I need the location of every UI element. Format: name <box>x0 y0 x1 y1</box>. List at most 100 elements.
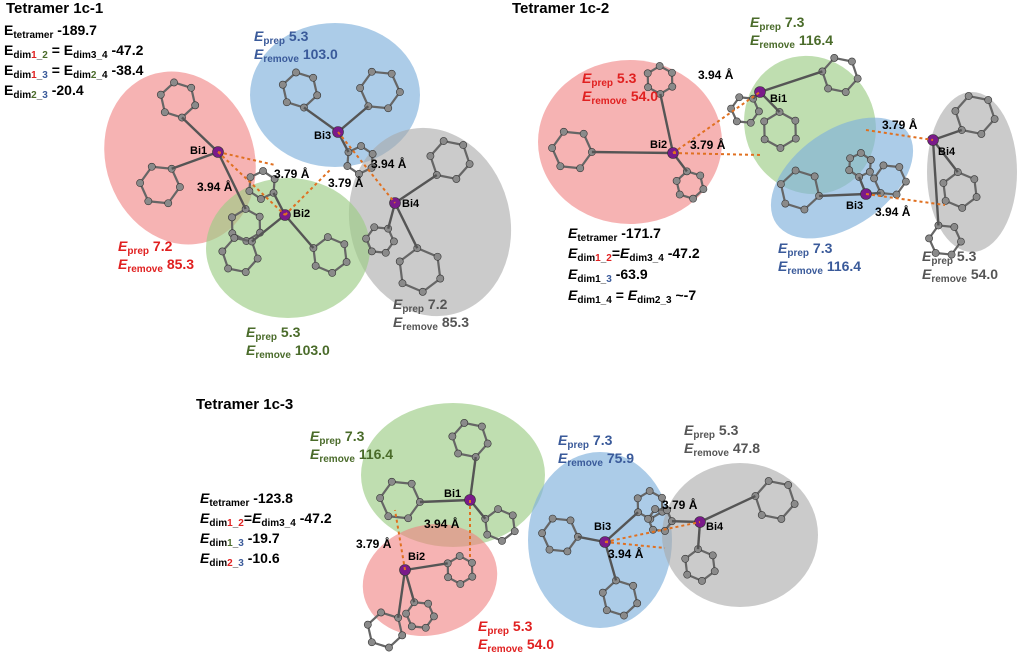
carbon-atom <box>329 269 336 276</box>
panel-title: Tetramer 1c-2 <box>512 0 609 17</box>
carbon-atom <box>801 206 808 213</box>
carbon-atom <box>430 613 437 620</box>
panel-title: Tetramer 1c-3 <box>196 396 293 413</box>
carbon-atom <box>711 568 718 575</box>
bi2-remove-energy: Eremove 54.0 <box>582 88 658 104</box>
carbon-atom <box>782 200 789 207</box>
carbon-atom <box>498 537 505 544</box>
atom-label-bi2: Bi2 <box>650 139 667 151</box>
bi3-remove-energy: Eremove 75.9 <box>558 450 634 466</box>
energy-dim13: Edim1_3 = Edim2_4 -38.4 <box>4 62 143 78</box>
carbon-atom <box>356 84 363 91</box>
atom-label-bi1: Bi1 <box>444 488 461 500</box>
carbon-atom <box>791 500 798 507</box>
carbon-atom <box>785 481 792 488</box>
carbon-atom <box>991 115 998 122</box>
bi2-remove-energy: Eremove 103.0 <box>246 342 330 358</box>
carbon-atom <box>842 88 849 95</box>
carbon-atom <box>242 268 249 275</box>
carbon-atom <box>368 68 375 75</box>
bi4-remove-energy: Eremove 47.8 <box>684 440 760 456</box>
atom-label-bi3: Bi3 <box>594 521 611 533</box>
carbon-atom <box>549 515 556 522</box>
panel-title: Tetramer 1c-1 <box>6 0 103 17</box>
bi1-prep-energy: Eprep 7.3 <box>310 428 364 444</box>
carbon-atom <box>314 92 321 99</box>
contact-distance: 3.79 Å <box>662 498 697 512</box>
carbon-atom <box>385 105 392 112</box>
carbon-atom <box>792 117 799 124</box>
carbon-atom <box>292 69 299 76</box>
carbon-atom <box>484 440 491 447</box>
carbon-atom <box>453 175 460 182</box>
carbon-atom <box>279 81 286 88</box>
carbon-atom <box>468 559 475 566</box>
bi1-remove-energy: Eremove 85.3 <box>118 256 194 272</box>
carbon-atom <box>824 85 831 92</box>
carbon-atom <box>399 280 406 287</box>
atom-label-bi1: Bi1 <box>190 145 207 157</box>
carbon-atom <box>577 165 584 172</box>
carbon-atom <box>188 84 195 91</box>
carbon-atom <box>385 513 392 520</box>
carbon-atom <box>684 571 691 578</box>
carbon-atom <box>866 168 873 175</box>
carbon-atom <box>419 288 426 295</box>
carbon-atom <box>444 574 451 581</box>
carbon-atom <box>778 515 785 522</box>
carbon-atom <box>560 128 567 135</box>
carbon-atom <box>848 58 855 65</box>
carbon-atom <box>466 160 473 167</box>
carbon-atom <box>646 487 653 494</box>
bi2-remove-energy: Eremove 54.0 <box>478 636 554 652</box>
carbon-atom <box>846 167 853 174</box>
carbon-atom <box>880 162 887 169</box>
carbon-atom <box>449 433 456 440</box>
carbon-atom <box>422 624 429 631</box>
carbon-atom <box>942 197 949 204</box>
carbon-atom <box>343 258 350 265</box>
carbon-atom <box>283 99 290 106</box>
carbon-atom <box>161 109 168 116</box>
carbon-atom <box>456 552 463 559</box>
carbon-atom <box>733 118 740 125</box>
carbon-atom <box>952 107 959 114</box>
carbon-atom <box>390 238 397 245</box>
energy-dim12: Edim1_2=Edim3_4 -47.2 <box>568 245 700 261</box>
carbon-atom <box>564 548 571 555</box>
carbon-atom <box>709 552 716 559</box>
carbon-atom <box>402 610 409 617</box>
carbon-atom <box>368 248 375 255</box>
carbon-atom <box>382 249 389 256</box>
carbon-atom <box>408 480 415 487</box>
bi3-remove-energy: Eremove 103.0 <box>254 46 338 62</box>
carbon-atom <box>437 275 444 282</box>
carbon-atom <box>478 423 485 430</box>
carbon-atom <box>148 163 155 170</box>
carbon-atom <box>896 163 903 170</box>
carbon-atom <box>136 179 143 186</box>
carbon-atom <box>951 223 958 230</box>
bi2-prep-energy: Eprep 5.3 <box>246 324 300 340</box>
carbon-atom <box>603 607 610 614</box>
carbon-atom <box>247 173 254 180</box>
carbon-atom <box>630 582 637 589</box>
bi3-prep-energy: Eprep 5.3 <box>254 28 308 44</box>
carbon-atom <box>690 195 697 202</box>
contact-distance: 3.94 Å <box>424 517 459 531</box>
carbon-atom <box>176 183 183 190</box>
carbon-atom <box>341 241 348 248</box>
carbon-atom <box>761 136 768 143</box>
carbon-atom <box>546 546 553 553</box>
carbon-atom <box>405 515 412 522</box>
carbon-atom <box>599 589 606 596</box>
carbon-atom <box>399 632 406 639</box>
carbon-atom <box>676 191 683 198</box>
carbon-atom <box>971 176 978 183</box>
carbon-atom <box>324 234 331 241</box>
carbon-atom <box>357 142 364 149</box>
carbon-atom <box>246 187 253 194</box>
energy-dim12: Edim1_2=Edim3_4 -47.2 <box>200 510 332 526</box>
bi2-prep-energy: Eprep 5.3 <box>582 70 636 86</box>
